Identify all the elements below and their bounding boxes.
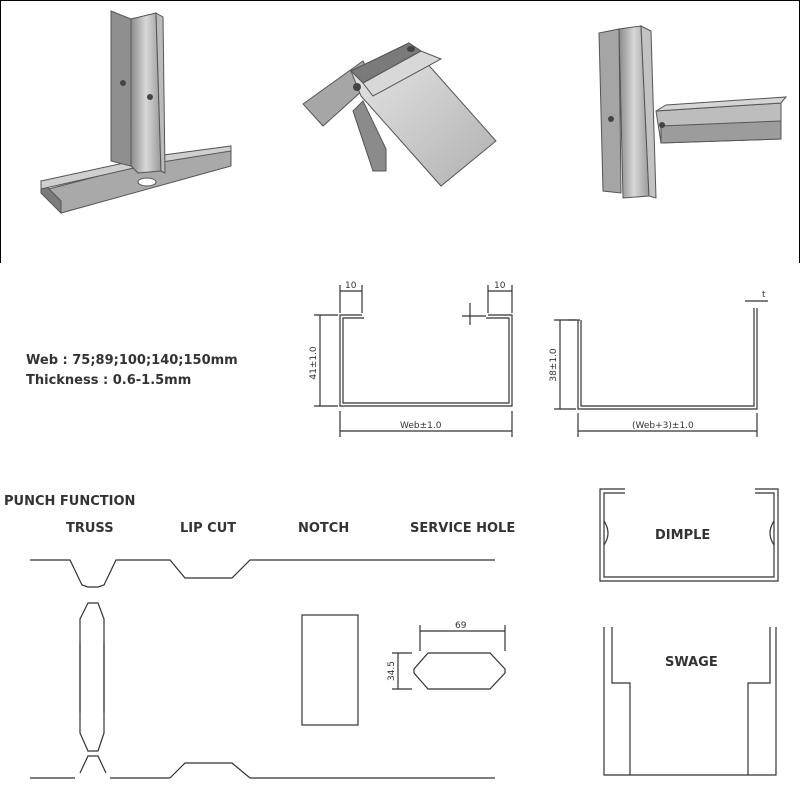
- t-joint-render: [40, 10, 232, 215]
- side-joist-render: [598, 25, 788, 199]
- swage-label: SWAGE: [665, 655, 718, 670]
- profile-a-height-dim: 41±1.0: [309, 346, 319, 380]
- technical-drawing-panel: Web : 75;89;100;140;150mm Thickness : 0.…: [0, 263, 800, 800]
- truss-label: TRUSS: [66, 521, 114, 536]
- lipped-channel-profile: [314, 285, 513, 437]
- lip-left-dim: 10: [345, 281, 357, 291]
- service-hole-drawing: [392, 625, 506, 690]
- notch-label: NOTCH: [298, 521, 350, 536]
- rafter-joint-render: [302, 42, 497, 187]
- web-spec: Web : 75;89;100;140;150mm: [26, 353, 238, 368]
- thickness-spec: Thickness : 0.6-1.5mm: [26, 373, 192, 388]
- profile-b-width-dim: (Web+3)±1.0: [632, 421, 694, 431]
- joint-renders-svg: [40, 10, 788, 215]
- lip-cut-label: LIP CUT: [180, 521, 237, 536]
- service-hole-label: SERVICE HOLE: [410, 521, 516, 536]
- swage-drawing: [603, 627, 777, 776]
- profiles-svg: 10 10 41±1.0 Web±1.0 t 38±1.0 (Web+3)±1.…: [30, 281, 779, 779]
- joint-renders-panel: [0, 0, 800, 264]
- dimple-drawing: [599, 488, 779, 582]
- hole-height-dim: 34.5: [387, 661, 397, 681]
- notch-drawing: [301, 614, 359, 726]
- dimple-label: DIMPLE: [655, 528, 711, 543]
- punch-function-heading: PUNCH FUNCTION: [4, 494, 136, 509]
- lip-right-dim: 10: [494, 281, 506, 291]
- hole-width-dim: 69: [455, 621, 467, 631]
- truss-punch-drawing: [30, 559, 495, 779]
- profile-a-width-dim: Web±1.0: [400, 421, 442, 431]
- plain-track-profile: [554, 300, 768, 437]
- profile-b-thickness-dim: t: [762, 290, 766, 300]
- profile-b-height-dim: 38±1.0: [549, 348, 559, 382]
